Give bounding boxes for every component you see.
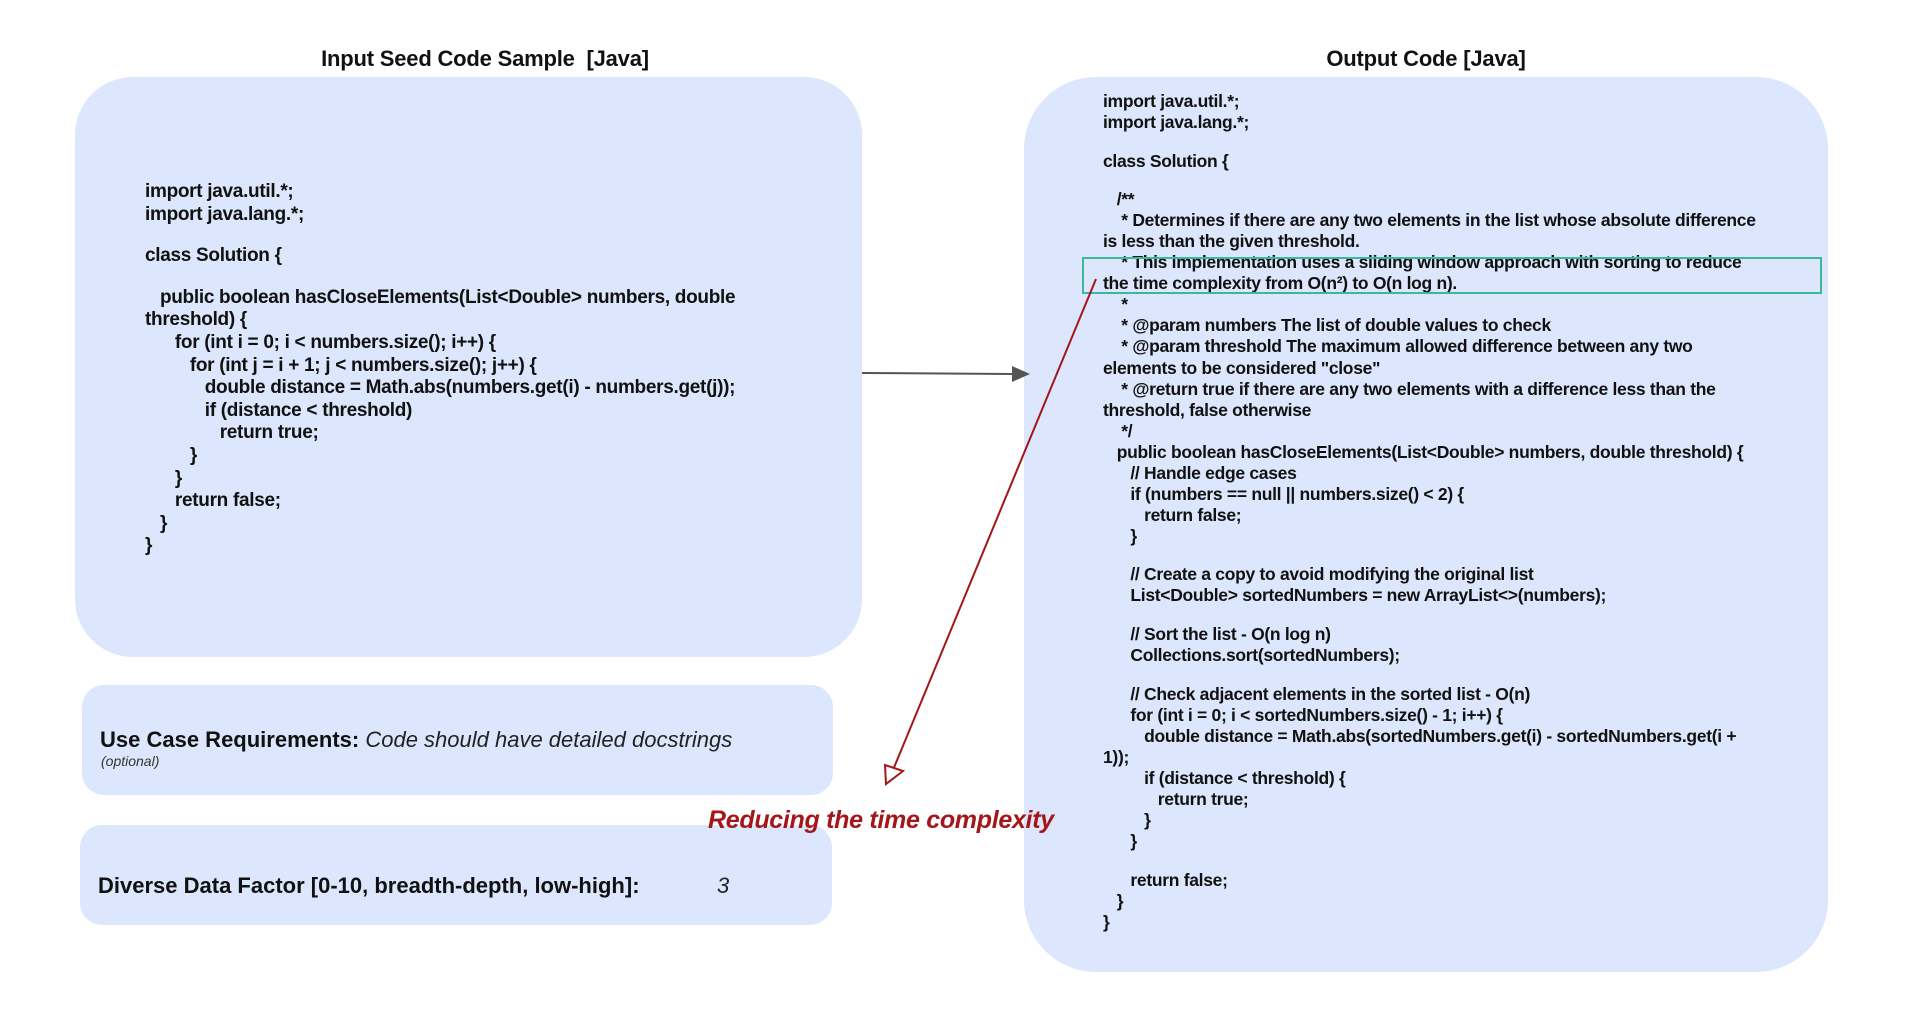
annotation-label: Reducing the time complexity	[708, 806, 1054, 834]
code-line: /**	[1103, 189, 1135, 210]
code-line: return true;	[1103, 788, 1249, 809]
code-line	[1103, 547, 1843, 565]
code-line: }	[1103, 525, 1137, 546]
input-panel-title: Input Seed Code Sample [Java]	[321, 46, 649, 71]
code-line: return false;	[1103, 504, 1242, 525]
flow-arrow-line	[861, 372, 1013, 375]
docstring-highlight-box	[1082, 257, 1822, 294]
code-line: import java.lang.*;	[145, 203, 305, 225]
code-line: double distance = Math.abs(numbers.get(i…	[145, 377, 736, 399]
code-line: for (int j = i + 1; j < numbers.size(); …	[145, 354, 537, 376]
code-line	[1103, 852, 1843, 870]
code-line: // Handle edge cases	[1103, 462, 1297, 483]
code-line: }	[1103, 890, 1124, 911]
code-line: return true;	[145, 422, 319, 444]
code-line: return false;	[1103, 869, 1228, 890]
code-line: threshold, false otherwise	[1103, 399, 1312, 420]
code-line: for (int i = 0; i < numbers.size(); i++)…	[145, 331, 496, 353]
code-line	[1103, 666, 1843, 684]
diverse-factor-label: Diverse Data Factor [0-10, breadth-depth…	[98, 873, 640, 898]
code-line: }	[145, 535, 153, 557]
code-line: 1));	[1103, 746, 1130, 767]
code-line: }	[145, 444, 197, 466]
code-line: }	[1103, 830, 1137, 851]
code-line: import java.lang.*;	[1103, 112, 1249, 133]
code-line: // Sort the list - O(n log n)	[1103, 624, 1331, 645]
code-line: class Solution {	[1103, 150, 1229, 171]
code-line: List<Double> sortedNumbers = new ArrayLi…	[1103, 585, 1607, 606]
code-line: Collections.sort(sortedNumbers);	[1103, 645, 1400, 666]
code-line: if (distance < threshold)	[145, 399, 413, 421]
code-line: import java.util.*;	[145, 181, 294, 202]
input-code-block: import java.util.*;import java.lang.*; cl…	[145, 181, 845, 558]
annotation-arrow-head	[883, 763, 906, 786]
use-case-label: Use Case Requirements:	[100, 727, 360, 752]
code-line	[145, 268, 845, 287]
code-line: }	[1103, 911, 1110, 932]
use-case-panel	[82, 685, 833, 795]
use-case-line: Use Case Requirements: Code should have …	[100, 727, 732, 753]
code-line: is less than the given threshold.	[1103, 231, 1360, 252]
code-line: // Create a copy to avoid modifying the …	[1103, 564, 1534, 585]
diverse-factor-line: Diverse Data Factor [0-10, breadth-depth…	[98, 873, 640, 899]
code-line: }	[145, 467, 182, 489]
code-line	[145, 226, 845, 245]
code-line: if (numbers == null || numbers.size() < …	[1103, 483, 1464, 504]
code-line: */	[1103, 420, 1133, 441]
input-code-panel	[75, 77, 862, 657]
output-panel-title: Output Code [Java]	[1326, 46, 1526, 71]
output-code-panel	[1024, 77, 1828, 972]
use-case-optional-note: (optional)	[101, 753, 160, 769]
code-line: the time complexity from O(n²) to O(n lo…	[1103, 273, 1457, 294]
diverse-factor-value: 3	[717, 873, 730, 898]
code-line: threshold) {	[145, 309, 247, 331]
code-line: if (distance < threshold) {	[1103, 767, 1346, 788]
diverse-factor-panel	[80, 825, 832, 925]
code-line: // Check adjacent elements in the sorted…	[1103, 683, 1531, 704]
code-line: double distance = Math.abs(sortedNumbers…	[1103, 725, 1737, 746]
code-line: * @param numbers The list of double valu…	[1103, 315, 1551, 336]
flow-arrow	[861, 366, 1030, 382]
code-line: for (int i = 0; i < sortedNumbers.size()…	[1103, 704, 1503, 725]
code-line: class Solution {	[145, 245, 282, 267]
code-line: * Determines if there are any two elemen…	[1103, 210, 1756, 231]
code-line: public boolean hasCloseElements(List<Dou…	[145, 286, 736, 308]
code-line	[1103, 607, 1843, 625]
code-line: }	[145, 512, 168, 534]
code-line	[1103, 172, 1843, 190]
code-line: *	[1103, 294, 1128, 315]
code-line: * @return true if there are any two elem…	[1103, 378, 1716, 399]
code-line: * @param threshold The maximum allowed d…	[1103, 336, 1693, 357]
code-line: }	[1103, 809, 1151, 830]
code-line: public boolean hasCloseElements(List<Dou…	[1103, 441, 1744, 462]
code-line: return false;	[145, 490, 281, 512]
output-code-block: import java.util.*;import java.lang.*; cl…	[1103, 91, 1843, 933]
code-line	[1103, 133, 1843, 151]
code-line: elements to be considered "close"	[1103, 357, 1381, 378]
use-case-value: Code should have detailed docstrings	[365, 727, 733, 752]
code-line: import java.util.*;	[1103, 91, 1240, 111]
